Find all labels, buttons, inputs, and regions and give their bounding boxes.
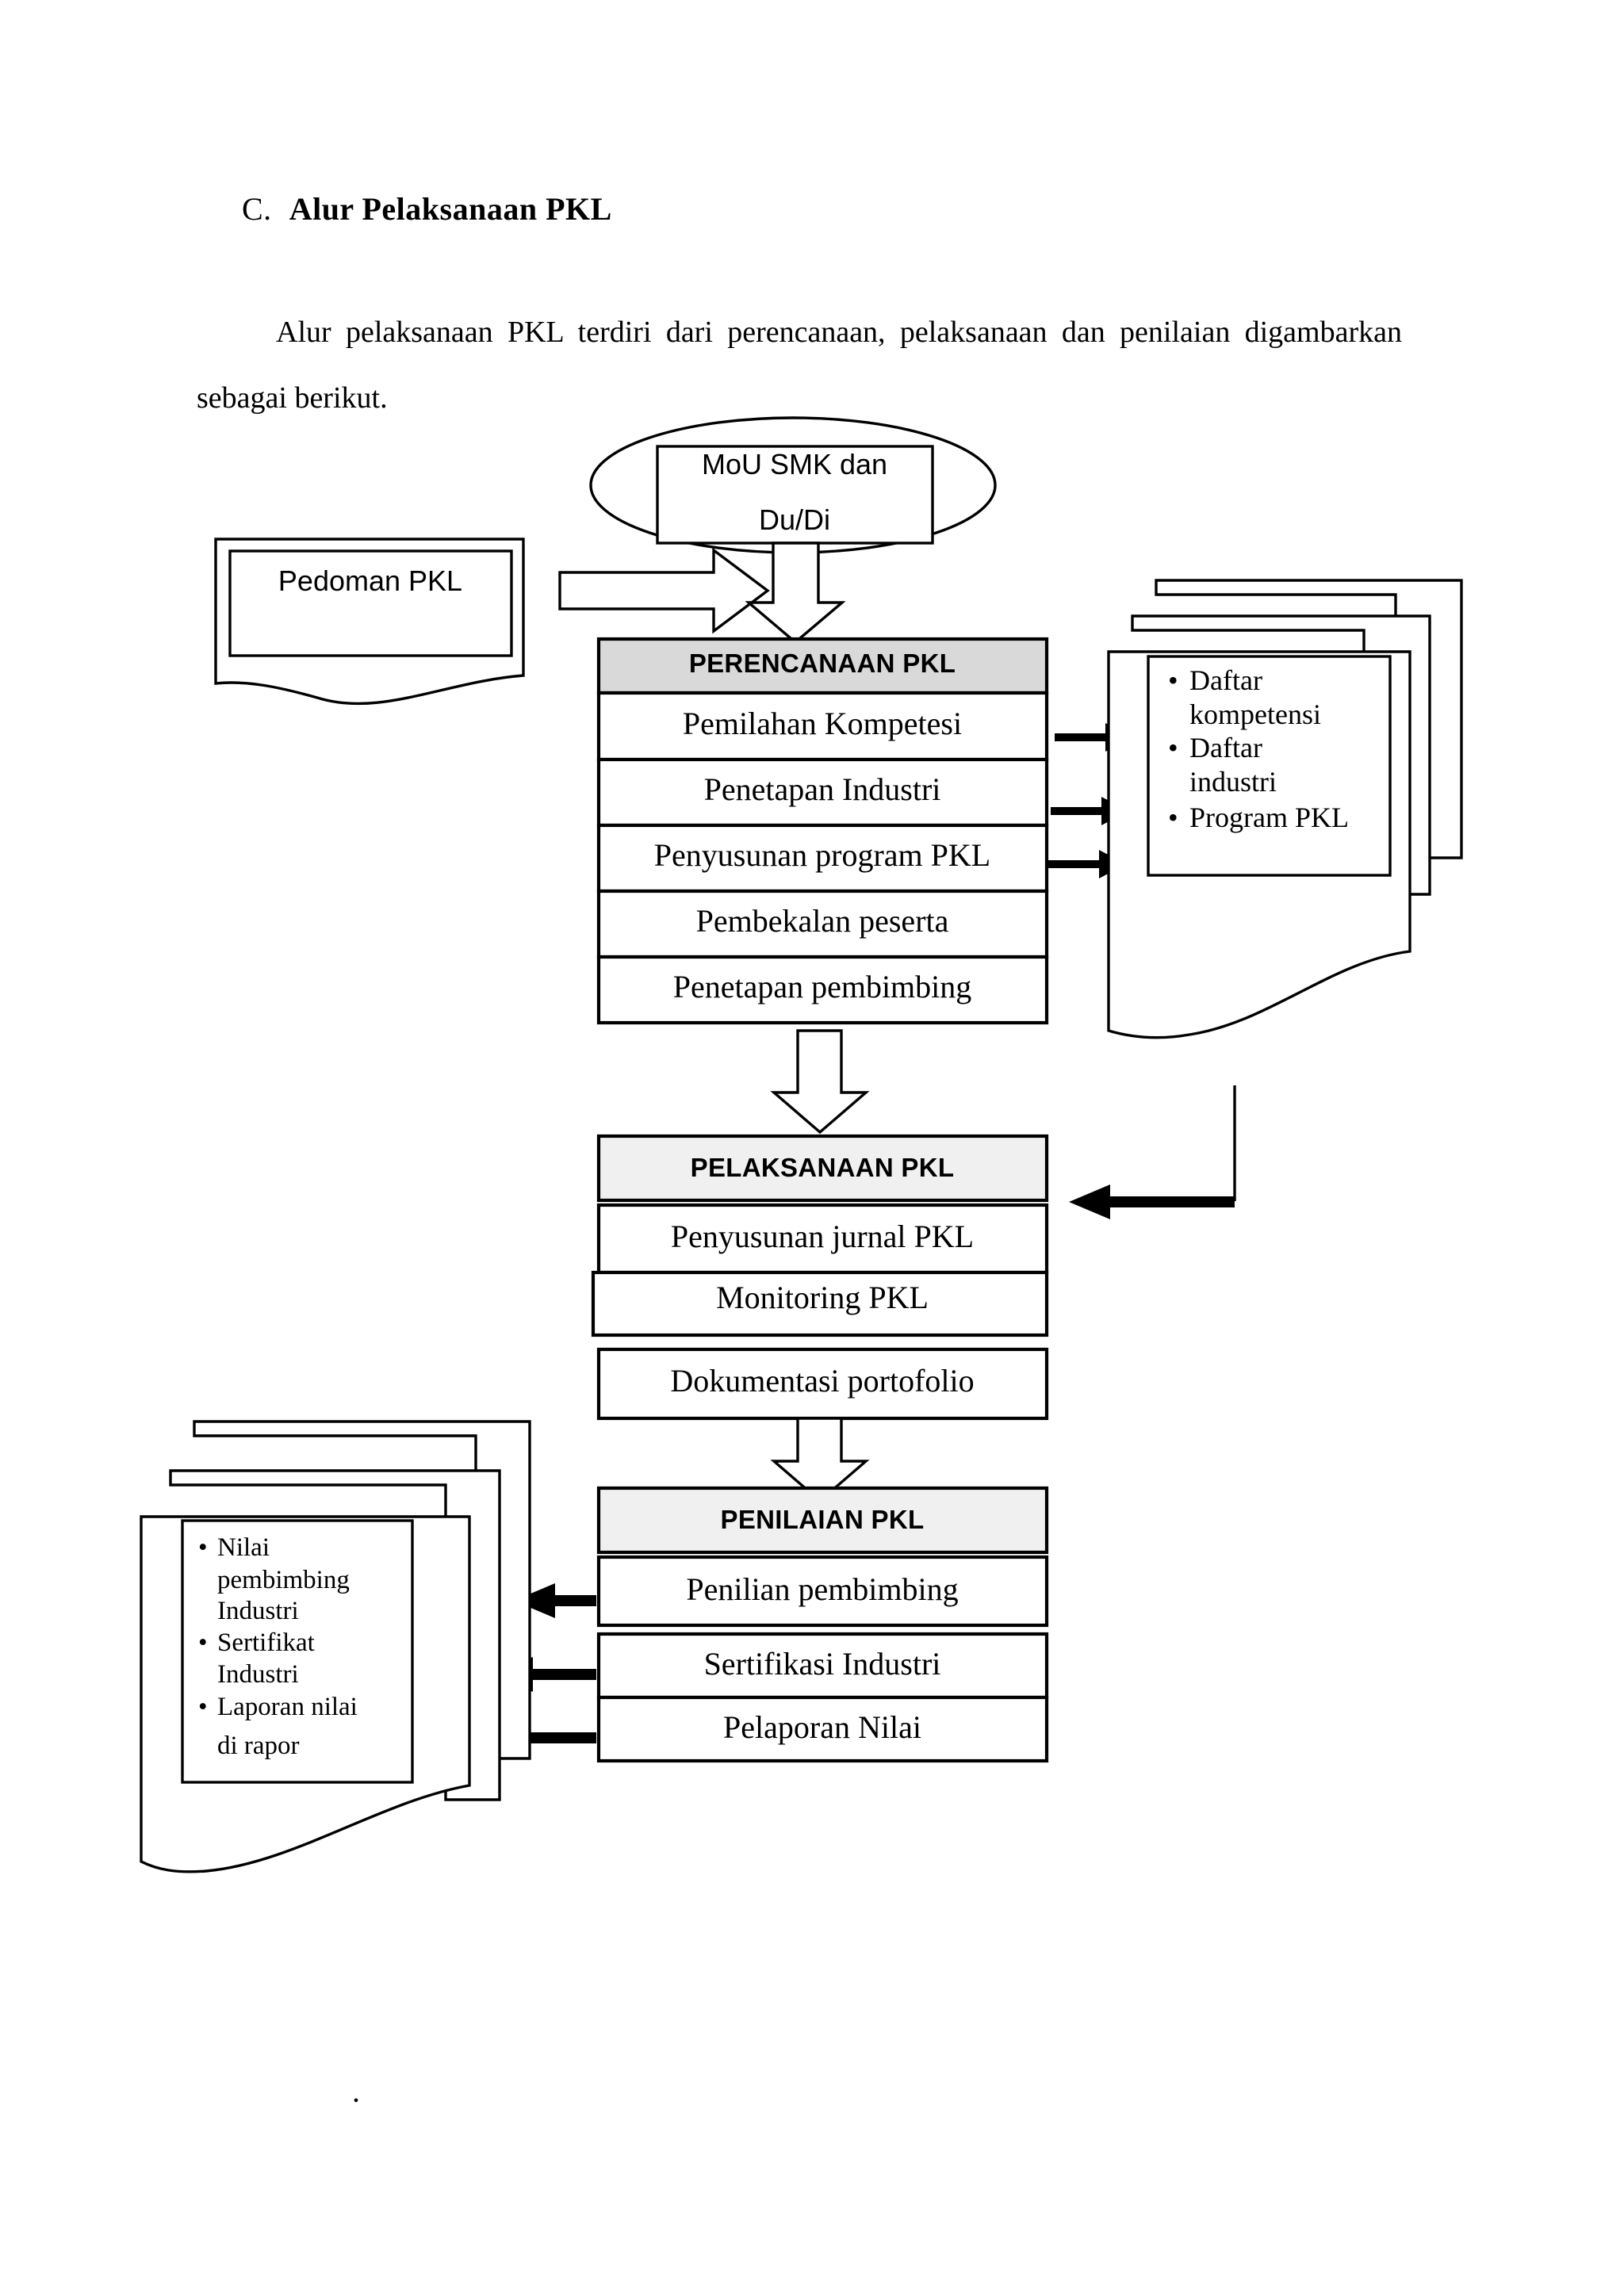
penilaian-header-cell: [596, 1486, 1049, 1555]
penilaian-output-line-3: Sertifikat: [217, 1628, 315, 1657]
perencanaan-row-3-label: Pembekalan peserta: [696, 903, 949, 939]
bullet-glyph-4: •: [198, 1533, 208, 1562]
penilaian-output-line-1: pembimbing: [217, 1566, 350, 1594]
perencanaan-output-line-0: Daftar: [1189, 664, 1262, 696]
pelaksanaan-row-0-label: Penyusunan jurnal PKL: [671, 1219, 974, 1254]
penilaian-output-document-stack: • Nilai pembimbing Industri • Sertifikat…: [140, 1420, 531, 1873]
arrow-nilai-pembimbing: [514, 1583, 596, 1618]
perencanaan-output-line-2: Daftar: [1189, 732, 1262, 763]
bullet-glyph-3: •: [1168, 802, 1178, 833]
bullet-glyph-1: •: [1168, 664, 1178, 696]
pelaksanaan-row-2: [596, 1347, 1049, 1421]
trailing-period: .: [352, 2073, 360, 2109]
section-title: Alur Pelaksanaan PKL: [289, 191, 612, 227]
penilaian-row-1: [596, 1632, 1049, 1700]
block-arrow-down-to-perencanaan: [745, 541, 846, 645]
perencanaan-row-2: [596, 823, 1049, 894]
perencanaan-row-1-label: Penetapan Industri: [704, 771, 941, 807]
perencanaan-header-label: PERENCANAAN PKL: [689, 649, 956, 678]
pelaksanaan-row-2-label: Dokumentasi portofolio: [670, 1363, 974, 1399]
section-heading: C. Alur Pelaksanaan PKL: [242, 190, 612, 228]
pelaksanaan-row-1-label: Monitoring PKL: [716, 1280, 929, 1315]
perencanaan-row-4: [596, 955, 1049, 1025]
perencanaan-row-4-label: Penetapan pembimbing: [673, 969, 972, 1004]
penilaian-pkl-table: PENILAIAN PKL Penilian pembimbing Sertif…: [596, 1486, 1049, 1763]
perencanaan-output-line-3: industri: [1189, 766, 1277, 798]
perencanaan-output-line-1: kompetensi: [1189, 698, 1321, 730]
arrow-to-pelaksanaan: [1069, 1184, 1235, 1219]
arrow-program: [1048, 850, 1126, 878]
section-label: C.: [242, 191, 272, 227]
pelaksanaan-row-0: [596, 1203, 1049, 1275]
penilaian-output-line-6: di rapor: [217, 1732, 300, 1760]
penilaian-output-line-5: Laporan nilai: [217, 1693, 358, 1721]
bullet-glyph-2: •: [1168, 732, 1178, 763]
penilaian-output-inner-box: [181, 1519, 414, 1784]
perencanaan-output-document-stack: • Daftar kompetensi • Daftar industri • …: [1107, 579, 1463, 1039]
mou-box: [656, 445, 934, 545]
penilaian-output-line-4: Industri: [217, 1660, 299, 1689]
perencanaan-row-3: [596, 889, 1049, 959]
bullet-glyph-5: •: [198, 1628, 208, 1657]
perencanaan-output-line-4: Program PKL: [1189, 802, 1349, 833]
penilaian-row-2-label: Pelaporan Nilai: [723, 1709, 921, 1745]
penilaian-row-0-label: Penilian pembimbing: [686, 1571, 958, 1607]
penilaian-header-label: PENILAIAN PKL: [721, 1505, 925, 1534]
pedoman-pkl-label: Pedoman PKL: [278, 564, 462, 597]
penilaian-output-line-2: Industri: [217, 1597, 299, 1625]
pelaksanaan-row-1: [591, 1270, 1049, 1337]
penilaian-output-line-0: Nilai: [217, 1533, 270, 1562]
block-arrow-pelaksanaan-to-penilaian: [770, 1417, 870, 1503]
intro-paragraph-text: Alur pelaksanaan PKL terdiri dari perenc…: [197, 316, 1402, 415]
perencanaan-row-0: [596, 691, 1049, 762]
penilaian-row-2: [596, 1695, 1049, 1763]
perencanaan-row-0-label: Pemilahan Kompetesi: [683, 706, 962, 741]
perencanaan-pkl-table: PERENCANAAN PKL Pemilahan Kompetesi Pene…: [596, 637, 1049, 1025]
mou-ellipse-group: MoU SMK dan Du/Di: [589, 416, 997, 554]
mou-line-1: MoU SMK dan: [702, 448, 887, 480]
block-arrow-right: [558, 547, 770, 634]
block-arrow-perencanaan-to-pelaksanaan: [770, 1029, 870, 1135]
pelaksanaan-header-label: PELAKSANAAN PKL: [691, 1153, 955, 1182]
pedoman-pkl-document: Pedoman PKL: [214, 538, 525, 706]
mou-line-2: Du/Di: [759, 503, 830, 536]
penilaian-row-0: [596, 1555, 1049, 1628]
perencanaan-row-2-label: Penyusunan program PKL: [654, 837, 990, 873]
penilaian-row-1-label: Sertifikasi Industri: [704, 1646, 941, 1682]
perencanaan-output-inner-box: [1147, 655, 1392, 877]
pelaksanaan-header-cell: [596, 1134, 1049, 1203]
pelaksanaan-pkl-table: PELAKSANAAN PKL Penyusunan jurnal PKL Mo…: [591, 1134, 1049, 1421]
bullet-glyph-6: •: [198, 1693, 208, 1721]
intro-paragraph: Alur pelaksanaan PKL terdiri dari perenc…: [197, 300, 1402, 431]
feedback-connector-to-pelaksanaan: [1069, 1085, 1236, 1219]
